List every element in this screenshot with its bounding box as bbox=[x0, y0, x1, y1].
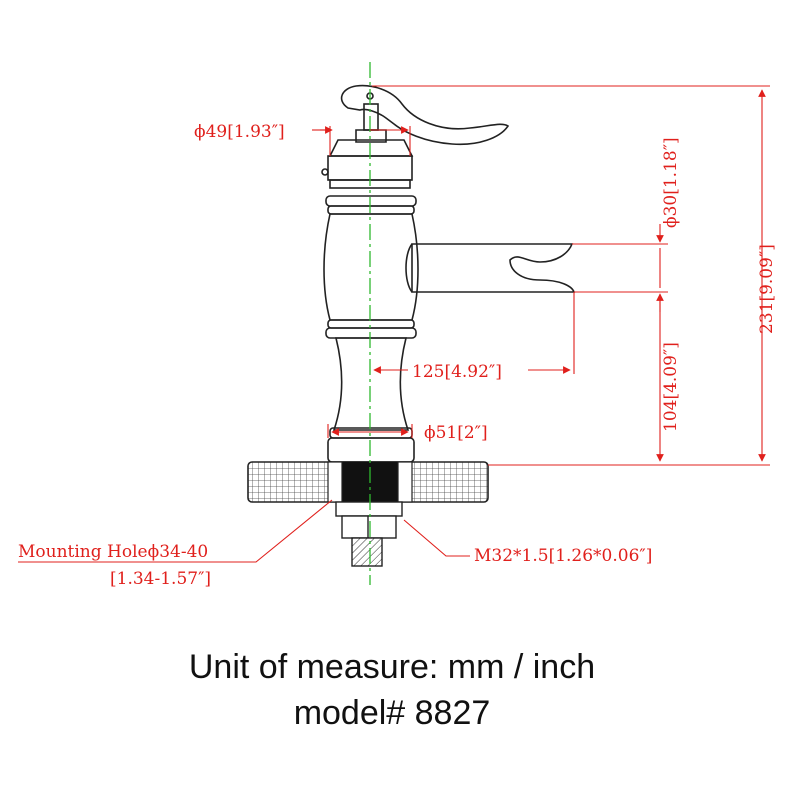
faucet-outline bbox=[321, 84, 576, 463]
handle-diameter-label: ϕ49[1.93″] bbox=[194, 122, 285, 142]
base-diameter-label: ϕ51[2″] bbox=[424, 423, 488, 443]
supply-hose bbox=[351, 537, 383, 567]
faucet-neck bbox=[332, 337, 410, 431]
spout-reach-label: 125[4.92″] bbox=[412, 362, 502, 382]
mounting-hole-label: Mounting Holeϕ34-40 bbox=[18, 542, 208, 562]
unit-caption: Unit of measure: mm / inch bbox=[189, 648, 595, 686]
spout bbox=[411, 243, 576, 293]
thread-label: M32*1.5[1.26*0.06″] bbox=[474, 546, 652, 566]
total-height-label: 231[9.09″] bbox=[757, 244, 777, 334]
spout-height-label: 104[4.09″] bbox=[661, 342, 681, 432]
handle-stem bbox=[363, 103, 379, 131]
lever-handle bbox=[340, 84, 510, 146]
dimension-lines bbox=[18, 85, 770, 563]
mounting-nut bbox=[335, 501, 403, 539]
spout-diameter-label: ϕ30[1.18″] bbox=[661, 137, 681, 228]
mounting-hole-inch-label: [1.34-1.57″] bbox=[110, 569, 211, 589]
faucet-body bbox=[323, 213, 419, 321]
model-caption: model# 8827 bbox=[294, 694, 491, 732]
base-ring bbox=[327, 437, 415, 463]
collar-ring bbox=[325, 195, 417, 207]
